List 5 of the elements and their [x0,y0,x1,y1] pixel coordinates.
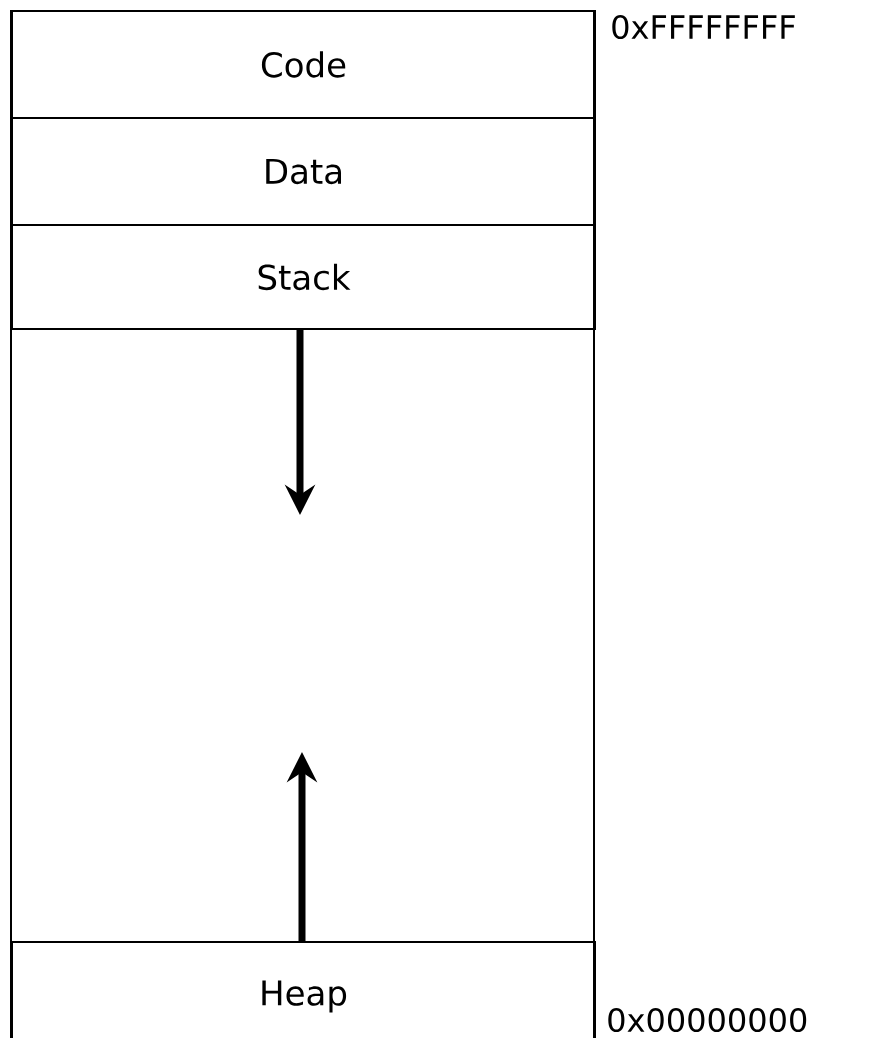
memory-segment: Heap [11,941,596,1038]
memory-segment: Code [11,10,596,119]
memory-segment: Data [11,117,596,226]
memory-segment: Stack [11,224,596,330]
address-label: 0xFFFFFFFF [612,14,795,40]
